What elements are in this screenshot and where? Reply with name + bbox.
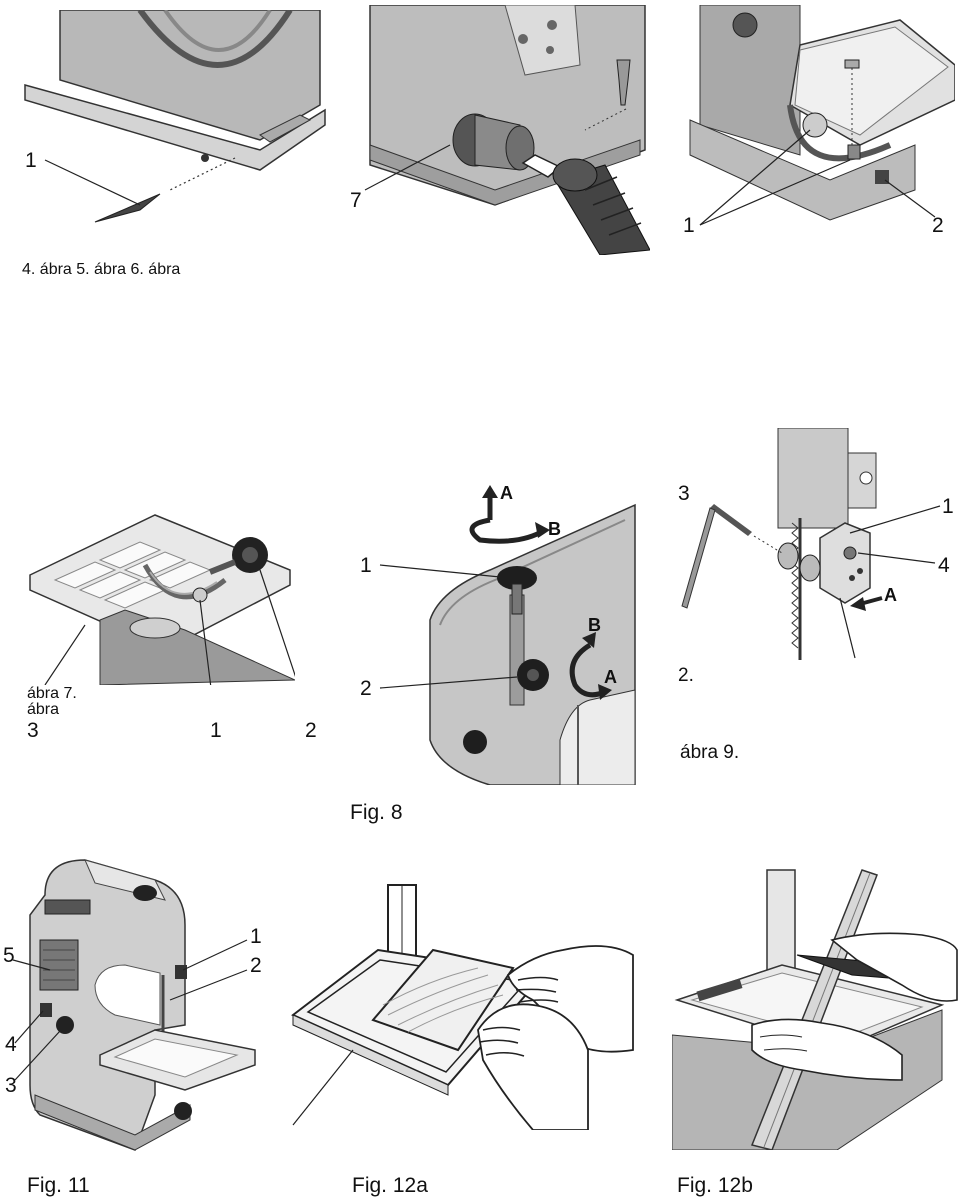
figure-11-illustration [5, 855, 275, 1155]
fig9-caption: ábra 9. [680, 742, 740, 763]
fig7-callout-2: 2 [305, 719, 317, 742]
figure-6-illustration [680, 5, 955, 240]
fig5-callout-7: 7 [350, 189, 362, 212]
fig8-arrow-A-right: A [604, 667, 617, 687]
fig8-arrow-A-top: A [500, 483, 513, 503]
fig8-arrow-B-right: B [588, 615, 601, 635]
fig11-caption: Fig. 11 [27, 1174, 90, 1197]
figure-5-illustration [345, 5, 650, 255]
figure-12b-illustration [672, 865, 960, 1150]
fig4-callout-1: 1 [25, 149, 37, 172]
fig9-callout-3: 3 [678, 482, 690, 505]
fig9-caption-prefix: 2. [678, 665, 694, 686]
fig12b-caption: Fig. 12b [677, 1174, 753, 1197]
fig9-callout-4: 4 [938, 554, 950, 577]
figure-8-illustration [350, 480, 640, 785]
figure-4-illustration [20, 10, 330, 250]
fig11-callout-5: 5 [3, 944, 15, 967]
fig9-callout-A: A [884, 585, 897, 605]
fig8-caption: Fig. 8 [350, 801, 403, 824]
row1-caption: 4. ábra 5. ábra 6. ábra [22, 261, 181, 278]
figure-9-illustration [670, 428, 960, 668]
fig8-arrow-B-top: B [548, 519, 561, 539]
fig8-callout-1: 1 [360, 554, 372, 577]
fig7-callout-1: 1 [210, 719, 222, 742]
figure-7-illustration [25, 510, 295, 685]
fig12a-caption: Fig. 12a [352, 1174, 428, 1197]
fig6-callout-2: 2 [932, 214, 944, 237]
fig7-caption-line1: ábra 7. [27, 685, 77, 702]
fig8-callout-2: 2 [360, 677, 372, 700]
fig11-callout-4: 4 [5, 1033, 17, 1056]
figure-12a-illustration [288, 880, 638, 1130]
fig11-callout-3: 3 [5, 1074, 17, 1097]
fig11-callout-1: 1 [250, 925, 262, 948]
fig7-caption-line2: ábra [27, 701, 60, 718]
fig11-callout-2: 2 [250, 954, 262, 977]
fig7-callout-3: 3 [27, 719, 39, 742]
fig6-callout-1: 1 [683, 214, 695, 237]
fig9-callout-1: 1 [942, 495, 954, 518]
